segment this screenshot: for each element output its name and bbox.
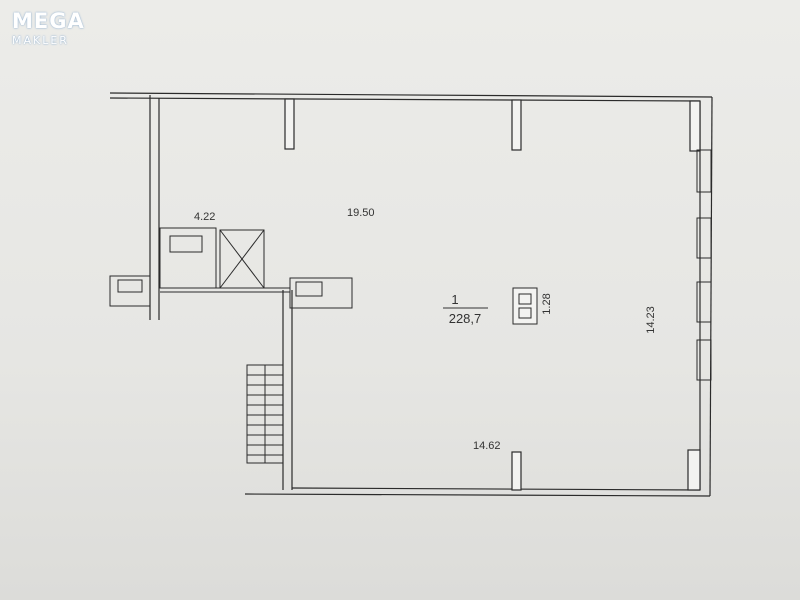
dimension-right-height: 14.23 xyxy=(645,306,657,334)
central-column xyxy=(512,287,538,325)
logo-mega-text: MEGA xyxy=(12,9,85,33)
dimension-column: 1.28 xyxy=(541,293,553,314)
dimension-top-width: 19.50 xyxy=(347,207,375,219)
logo-makler-text: MAKLER xyxy=(12,34,69,47)
staircase xyxy=(246,364,284,464)
dimension-bottom-width: 14.62 xyxy=(473,440,501,452)
mega-makler-logo: MEGA MAKLER xyxy=(12,9,86,47)
dimension-small-room: 4.22 xyxy=(194,211,215,223)
room-area: 228,7 xyxy=(449,311,482,326)
window-openings xyxy=(696,149,712,381)
room-number: 1 xyxy=(451,292,458,307)
outer-walls xyxy=(109,92,713,497)
small-rooms xyxy=(109,227,353,309)
pilasters xyxy=(284,98,701,491)
